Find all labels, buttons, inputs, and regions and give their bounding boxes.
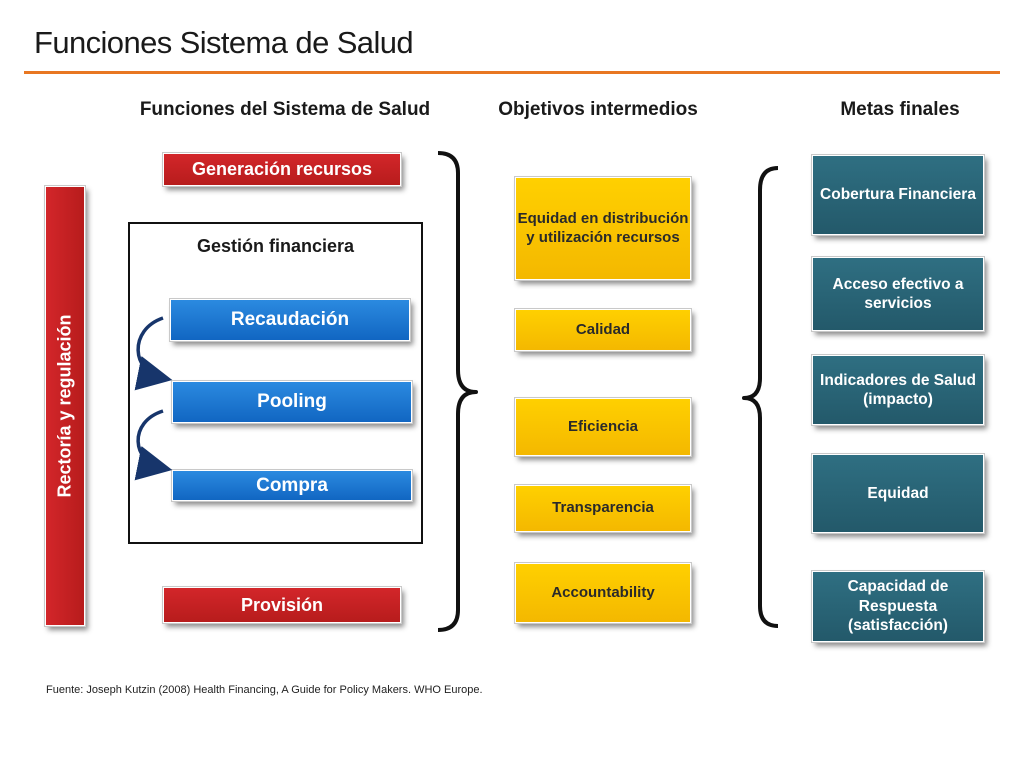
- objective-box-1: Equidad en distribución y utilización re…: [514, 176, 692, 281]
- financial-management-label: Gestión financiera: [196, 236, 355, 256]
- goal-box-3: Indicadores de Salud (impacto): [811, 354, 985, 426]
- purchasing-box: Compra: [171, 469, 413, 502]
- objective-box-2: Calidad: [514, 308, 692, 352]
- generation-box: Generación recursos: [162, 152, 402, 187]
- page-title: Funciones Sistema de Salud: [34, 25, 414, 60]
- objective-box-5: Accountability: [514, 562, 692, 624]
- goal-box-5: Capacidad de Respuesta (satisfacción): [811, 570, 985, 643]
- pooling-box: Pooling: [171, 380, 413, 424]
- goal-box-2: Acceso efectivo a servicios: [811, 256, 985, 332]
- title-underline: [24, 71, 1000, 74]
- arrow-pooling-to-purchasing: [134, 409, 173, 481]
- provision-box: Provisión: [162, 586, 402, 624]
- objective-box-3: Eficiencia: [514, 397, 692, 457]
- source-note: Fuente: Joseph Kutzin (2008) Health Fina…: [46, 684, 483, 696]
- column-header-final: Metas finales: [840, 99, 960, 120]
- goal-box-4: Equidad: [811, 453, 985, 534]
- objective-box-4: Transparencia: [514, 484, 692, 533]
- column-header-functions: Funciones del Sistema de Salud: [139, 99, 431, 120]
- goal-box-1: Cobertura Financiera: [811, 154, 985, 236]
- collection-box: Recaudación: [169, 298, 411, 342]
- column-header-intermediate: Objetivos intermedios: [498, 99, 698, 120]
- arrow-collection-to-pooling: [134, 316, 173, 391]
- stewardship-bar: Rectoría y regulación: [44, 185, 86, 627]
